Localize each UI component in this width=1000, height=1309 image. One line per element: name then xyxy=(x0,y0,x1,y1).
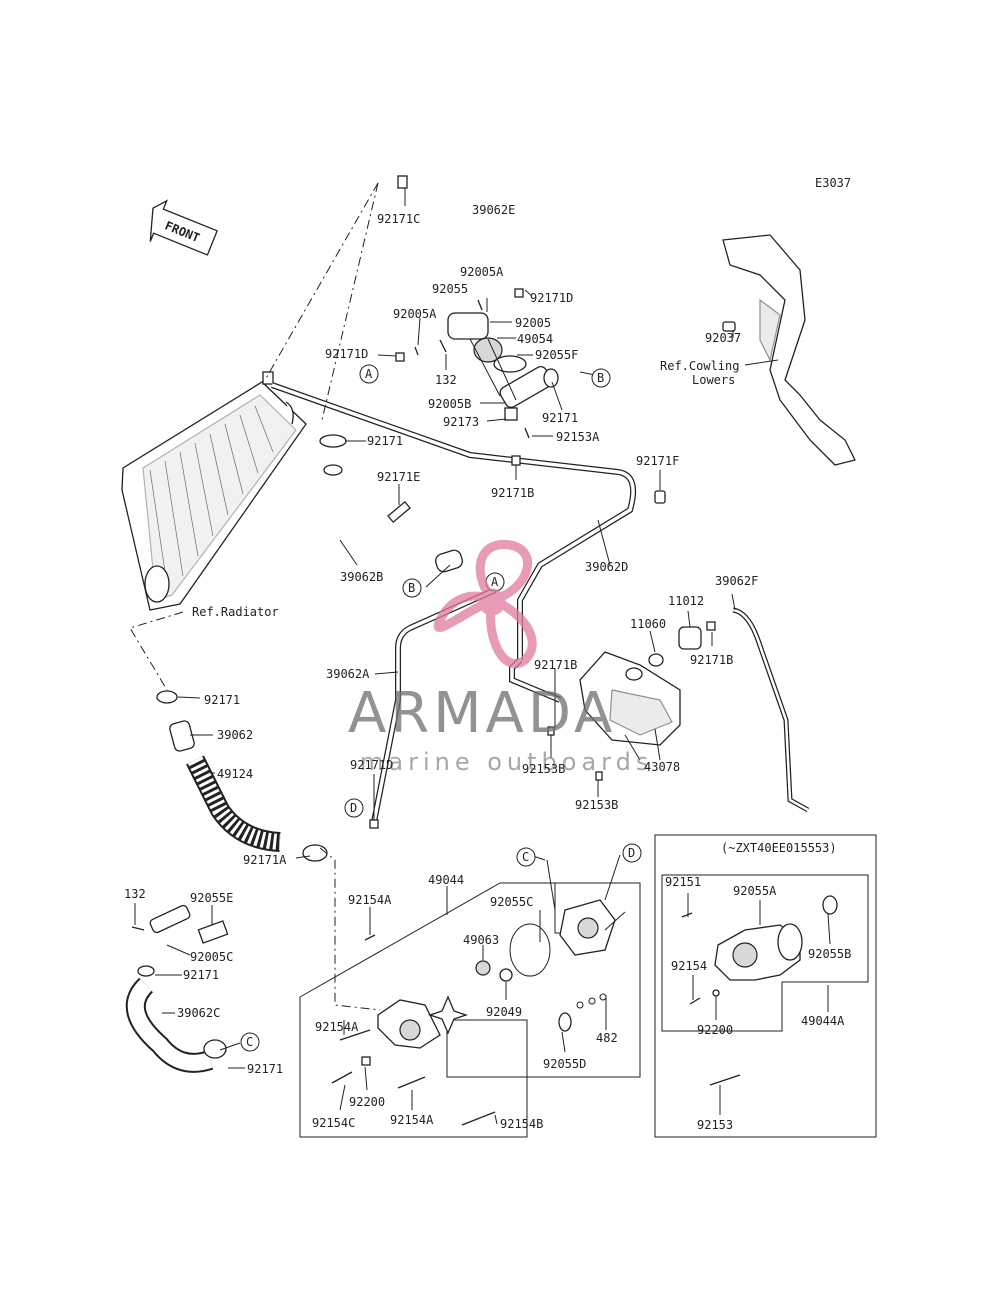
part-label: 92171 xyxy=(542,411,578,425)
part-label: 92171C xyxy=(377,212,420,226)
watermark-brand: ARMADA xyxy=(348,681,616,746)
part-label: 92173 xyxy=(443,415,479,429)
part-label: 92171D xyxy=(350,758,393,772)
part-label: 92171B xyxy=(491,486,534,500)
part-label: 92171 xyxy=(204,693,240,707)
callout-b-upper: B xyxy=(591,368,611,388)
part-label: 482 xyxy=(596,1031,618,1045)
reservoir-tank xyxy=(547,626,702,781)
callout-a-upper: A xyxy=(359,364,379,384)
part-label: 39062E xyxy=(472,203,515,217)
part-label: 92171D xyxy=(325,347,368,361)
propeller-logo-icon xyxy=(433,540,537,668)
thermostat-assembly xyxy=(395,288,559,439)
part-label: 92171B xyxy=(690,653,733,667)
part-label: 92055E xyxy=(190,891,233,905)
part-label: 39062B xyxy=(340,570,383,584)
diagram-code: E3037 xyxy=(815,176,851,190)
part-label: 92055C xyxy=(490,895,533,909)
part-label: 92171 xyxy=(247,1062,283,1076)
part-label: 92049 xyxy=(486,1005,522,1019)
part-label: 92171E xyxy=(377,470,420,484)
part-label: 49044 xyxy=(428,873,464,887)
part-label: 92151 xyxy=(665,875,701,889)
part-label: 92200 xyxy=(697,1023,733,1037)
part-label: 132 xyxy=(435,373,457,387)
svg-text:A: A xyxy=(491,575,499,589)
part-label: 92171A xyxy=(243,853,287,867)
part-label: 39062C xyxy=(177,1006,220,1020)
part-label: 11060 xyxy=(630,617,666,631)
part-label: 49054 xyxy=(517,332,553,346)
part-label: 39062F xyxy=(715,574,758,588)
part-label: 39062D xyxy=(585,560,628,574)
part-label: 92005 xyxy=(515,316,551,330)
part-label: 132 xyxy=(124,887,146,901)
part-label: 92154C xyxy=(312,1116,355,1130)
svg-text:C: C xyxy=(246,1035,253,1049)
part-label: 92171D xyxy=(530,291,573,305)
watermark: ARMADA marine outboards xyxy=(348,540,653,776)
part-label: 92005C xyxy=(190,950,233,964)
part-label: 92055A xyxy=(733,884,777,898)
part-label: 92005B xyxy=(428,397,471,411)
callout-b-lower: B xyxy=(402,578,422,598)
variant-box xyxy=(654,834,877,1138)
part-label: 92055 xyxy=(432,282,468,296)
part-label: 11012 xyxy=(668,594,704,608)
part-label: 92153B xyxy=(522,762,565,776)
svg-text:B: B xyxy=(408,581,415,595)
part-label: 92171F xyxy=(636,454,679,468)
part-label: 92200 xyxy=(349,1095,385,1109)
svg-text:D: D xyxy=(628,846,635,860)
variant-label: (~ZXT40EE015553) xyxy=(721,841,837,855)
ref-cowling-label: Ref.Cowling xyxy=(660,359,739,373)
callout-d-right: D xyxy=(622,843,642,863)
part-label: 92154A xyxy=(315,1020,359,1034)
part-label: 92055D xyxy=(543,1057,586,1071)
part-label: 49044A xyxy=(801,1014,845,1028)
part-label: 92005A xyxy=(393,307,437,321)
water-pump-drawing xyxy=(331,899,616,1126)
part-label: 39062A xyxy=(326,667,370,681)
part-label: 43078 xyxy=(644,760,680,774)
ref-radiator-label: Ref.Radiator xyxy=(192,605,279,619)
svg-text:A: A xyxy=(365,367,373,381)
svg-text:B: B xyxy=(597,371,604,385)
cowling-bracket xyxy=(722,234,856,466)
part-label: 92154B xyxy=(500,1117,543,1131)
part-label: 92055B xyxy=(808,947,851,961)
part-label: 49124 xyxy=(217,767,253,781)
part-label: 92154 xyxy=(671,959,707,973)
part-label: 92153 xyxy=(697,1118,733,1132)
pump-assembly-box xyxy=(299,882,641,1138)
part-label: 92153B xyxy=(575,798,618,812)
watermark-tagline: marine outboards xyxy=(360,748,653,776)
part-label: 92171 xyxy=(183,968,219,982)
svg-text:D: D xyxy=(350,801,357,815)
part-label: 92037 xyxy=(705,331,741,345)
callout-d-left: D xyxy=(344,798,364,818)
part-label: 92153A xyxy=(556,430,600,444)
part-label: 92154A xyxy=(348,893,392,907)
part-label: 39062 xyxy=(217,728,253,742)
part-label: 92154A xyxy=(390,1113,434,1127)
part-label: 49063 xyxy=(463,933,499,947)
svg-text:C: C xyxy=(522,850,529,864)
part-label: 92005A xyxy=(460,265,504,279)
part-label: 92055F xyxy=(535,348,578,362)
front-arrow-icon: FRONT xyxy=(149,199,218,256)
callout-c-upper: C xyxy=(516,847,536,867)
part-label: 92171 xyxy=(367,434,403,448)
ref-cowling-lowers-label: Lowers xyxy=(692,373,735,387)
part-label: 92171B xyxy=(534,658,577,672)
callout-c-lower: C xyxy=(240,1032,260,1052)
radiator-drawing xyxy=(121,371,307,611)
